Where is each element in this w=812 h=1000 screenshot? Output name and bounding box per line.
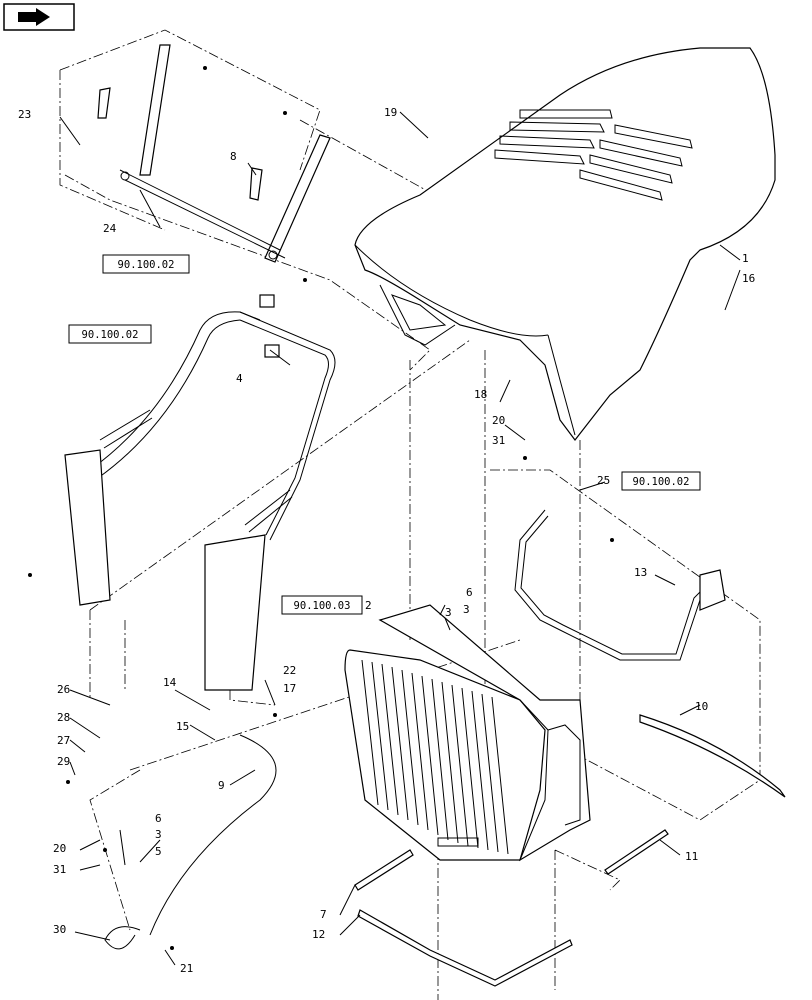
callout-9: 9 (218, 779, 225, 792)
ref-box-4[interactable]: 90.100.02 (621, 471, 701, 491)
callout-3: 3 (445, 606, 452, 619)
prev-page-icon[interactable] (3, 3, 75, 31)
callout-25: 25 (597, 474, 610, 487)
callout-27: 27 (57, 734, 70, 747)
callout-labels: 1 2 3 3 3 4 5 6 6 7 8 9 10 11 12 13 14 1… (18, 106, 755, 975)
leader-lines (59, 111, 741, 966)
callout-31b: 31 (53, 863, 66, 876)
callout-22: 22 (283, 664, 296, 677)
callout-7: 7 (320, 908, 327, 921)
callout-16: 16 (742, 272, 755, 285)
callout-31: 31 (492, 434, 505, 447)
ref-label-1: 90.100.02 (118, 259, 175, 271)
release-cable (104, 734, 277, 950)
callout-20: 20 (492, 414, 505, 427)
callout-12: 12 (312, 928, 325, 941)
hinge-bracket (97, 44, 331, 263)
callout-1: 1 (742, 252, 749, 265)
callout-8: 8 (230, 150, 237, 163)
fasteners (28, 66, 614, 950)
callout-2: 2 (365, 599, 372, 612)
callout-28: 28 (57, 711, 70, 724)
grille-fins (361, 659, 509, 855)
callout-13: 13 (634, 566, 647, 579)
callout-15: 15 (176, 720, 189, 733)
callout-21: 21 (180, 962, 193, 975)
hood (354, 47, 776, 441)
ref-box-2[interactable]: 90.100.02 (68, 324, 152, 344)
ref-label-2: 90.100.02 (82, 329, 139, 341)
grille (344, 604, 591, 862)
callout-6b: 6 (155, 812, 162, 825)
callout-3c: 3 (463, 603, 470, 616)
callout-17: 17 (283, 682, 296, 695)
callout-29: 29 (57, 755, 70, 768)
callout-14: 14 (163, 676, 177, 689)
callout-26: 26 (57, 683, 70, 696)
callout-3b: 3 (155, 828, 162, 841)
callout-19: 19 (384, 106, 397, 119)
callout-20b: 20 (53, 842, 66, 855)
callout-18: 18 (474, 388, 487, 401)
ref-label-4: 90.100.02 (633, 476, 690, 488)
callout-4: 4 (236, 372, 243, 385)
callout-6: 6 (466, 586, 473, 599)
callout-24: 24 (103, 222, 117, 235)
support-frame (64, 294, 336, 691)
callout-5: 5 (155, 845, 162, 858)
ref-box-3[interactable]: 90.100.03 (281, 595, 363, 615)
callout-11: 11 (685, 850, 698, 863)
ref-label-3: 90.100.03 (294, 600, 351, 612)
callout-30: 30 (53, 923, 66, 936)
seal-strips (354, 714, 786, 987)
right-support-rod (514, 509, 726, 661)
ref-box-1[interactable]: 90.100.02 (102, 254, 190, 274)
callout-10: 10 (695, 700, 708, 713)
callout-23: 23 (18, 108, 31, 121)
